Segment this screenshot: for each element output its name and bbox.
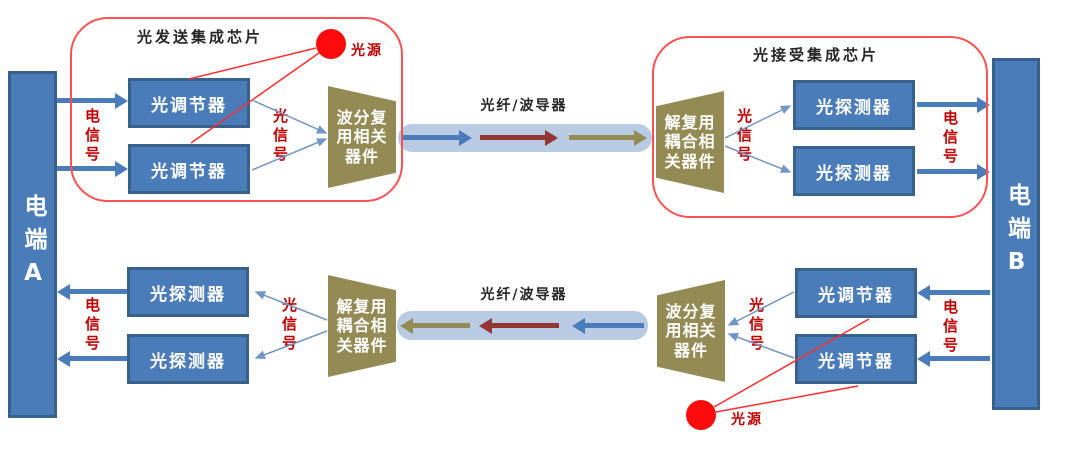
bottom-demux-label: 解复用耦合相关器件 (336, 297, 388, 355)
wavelength-arrow-red-top (480, 129, 558, 146)
terminal-b: 电端B (992, 58, 1040, 410)
optical-signal-label-tr: 光信号 (735, 108, 753, 165)
wavelength-arrow-blue-top (402, 129, 472, 146)
optical-signal-label-br: 光信号 (747, 297, 765, 354)
arrow-detector-1-to-a (57, 283, 127, 300)
bottom-modulator-1: 光调节器 (795, 268, 917, 318)
wavelength-arrow-blue-bottom (572, 317, 644, 334)
light-source-dot-top (316, 29, 346, 59)
bottom-modulator-2: 光调节器 (795, 334, 917, 384)
fiber-label-bottom: 光纤/波导器 (480, 287, 568, 303)
fiber-label-top: 光纤/波导器 (480, 98, 568, 114)
terminal-a: 电端A (8, 71, 57, 418)
wavelength-arrow-olive-top (569, 129, 647, 146)
bottom-demux: 解复用耦合相关器件 (328, 275, 396, 377)
tx-chip-outline (70, 17, 403, 202)
electrical-signal-label-br: 电信号 (941, 299, 959, 356)
rx-chip-title: 光接受集成芯片 (752, 46, 879, 64)
terminal-b-label: 电端B (1003, 183, 1030, 285)
rx-detector-1: 光探测器 (793, 80, 915, 130)
terminal-a-label: 电端A (20, 193, 46, 296)
rx-chip-outline (652, 36, 988, 218)
arrow-a-to-modulator-1 (57, 92, 128, 109)
wavelength-arrow-olive-bottom (400, 317, 470, 334)
electrical-signal-label-tr: 电信号 (941, 110, 959, 167)
light-source-dot-bottom (686, 400, 716, 430)
bottom-mux-label: 波分复用相关器件 (665, 302, 717, 360)
rx-demux-label: 解复用耦合相关器件 (664, 113, 716, 171)
tx-modulator-2: 光调节器 (128, 144, 250, 194)
bottom-mux: 波分复用相关器件 (657, 280, 725, 382)
electrical-signal-label-bl: 电信号 (83, 297, 101, 354)
tx-mux-label: 波分复用相关器件 (336, 108, 388, 166)
tx-chip-title: 光发送集成芯片 (136, 28, 263, 46)
optical-signal-label-bl: 光信号 (280, 297, 298, 354)
light-source-label-top: 光源 (351, 43, 383, 59)
bottom-detector-2: 光探测器 (127, 334, 249, 384)
rx-detector-2: 光探测器 (793, 146, 915, 196)
electrical-signal-label-tl: 电信号 (83, 108, 101, 165)
arrow-b-to-modulator-2 (917, 350, 990, 367)
rx-demux: 解复用耦合相关器件 (656, 91, 724, 193)
arrow-b-to-modulator-1 (917, 284, 990, 301)
light-source-label-bottom: 光源 (731, 412, 763, 428)
optical-signal-label-tl: 光信号 (271, 108, 289, 165)
arrow-detector-2-to-a (57, 350, 127, 367)
bottom-detector-1: 光探测器 (127, 267, 249, 317)
wavelength-arrow-red-bottom (479, 317, 559, 334)
